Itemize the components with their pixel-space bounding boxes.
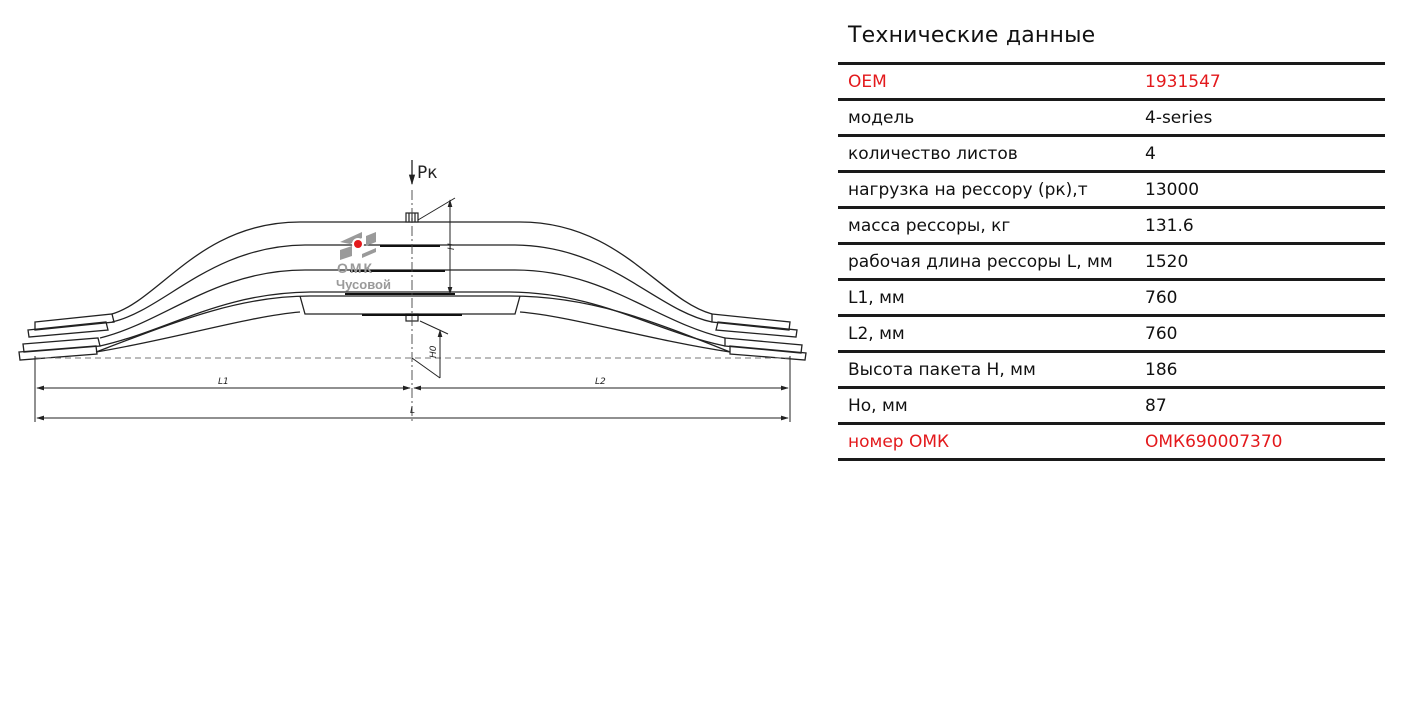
right-tip-4	[729, 345, 807, 361]
right-tip-2	[715, 321, 798, 338]
spec-value: 4	[1145, 143, 1156, 164]
clamp-plates	[345, 245, 462, 316]
spec-value: 1931547	[1145, 71, 1221, 92]
omk-logo: ОМК Чусовой	[336, 232, 391, 292]
spec-row: рабочая длина рессоры L, мм 1520	[838, 242, 1385, 278]
logo-city: Чусовой	[336, 277, 391, 292]
spec-name: Высота пакета H, мм	[848, 359, 1036, 380]
spec-value: 87	[1145, 395, 1167, 416]
spec-row: нагрузка на рессору (рк),т 13000	[838, 170, 1385, 206]
technical-data-panel: Технические данные OEM 1931547 модель 4-ser…	[838, 18, 1385, 461]
spec-row: L1, мм 760	[838, 278, 1385, 314]
leaf-2	[99, 269, 726, 339]
spec-value: 4-series	[1145, 107, 1213, 128]
spec-name: номер ОМК	[848, 431, 950, 452]
spec-name: рабочая длина рессоры L, мм	[848, 251, 1113, 272]
spec-row: Высота пакета H, мм 186	[838, 350, 1385, 386]
spec-row: L2, мм 760	[838, 314, 1385, 350]
spec-name: модель	[848, 107, 915, 128]
spec-row: Ho, мм 87	[838, 386, 1385, 422]
dim-h	[417, 197, 456, 297]
spec-table: OEM 1931547 модель 4-series количество листо…	[838, 62, 1385, 461]
spec-name: OEM	[848, 71, 887, 92]
spec-value: ОМК690007370	[1145, 431, 1283, 452]
spec-row: номер ОМК ОМК690007370	[838, 422, 1385, 461]
right-tip-3	[724, 337, 803, 354]
load-label: Рк	[417, 163, 438, 183]
left-tip-4	[18, 345, 98, 361]
spec-name: L1, мм	[848, 287, 905, 308]
right-tip-1	[711, 313, 791, 331]
spec-name: Ho, мм	[848, 395, 908, 416]
dim-l1-label: L1	[218, 377, 229, 387]
logo-dot-icon	[354, 240, 362, 248]
spec-row: OEM 1931547	[838, 62, 1385, 98]
spec-value: 131.6	[1145, 215, 1194, 236]
leaf-spring-drawing: Рк H H0 L1 L2 L ОМК Чусовой	[18, 160, 807, 422]
dim-l2-label: L2	[595, 377, 606, 387]
spec-value: 760	[1145, 323, 1178, 344]
tech-title: Технические данные	[848, 23, 1096, 48]
spec-row: модель 4-series	[838, 98, 1385, 134]
logo-name: ОМК	[337, 260, 374, 276]
load-arrow: Рк	[408, 160, 438, 186]
spec-value: 186	[1145, 359, 1178, 380]
spec-row: масса рессоры, кг 131.6	[838, 206, 1385, 242]
leaf-4	[95, 311, 301, 353]
dim-l-label: L	[410, 406, 415, 416]
dim-h-label: H	[447, 243, 457, 250]
spec-name: количество листов	[848, 143, 1018, 164]
leaf-2-inner	[99, 291, 726, 347]
left-tip-3	[22, 337, 101, 353]
left-tip-2	[27, 321, 109, 338]
spec-name: L2, мм	[848, 323, 905, 344]
spec-name: нагрузка на рессору (рк),т	[848, 179, 1088, 200]
dim-h0-label: H0	[429, 345, 439, 358]
spec-value: 1520	[1145, 251, 1189, 272]
dim-lengths	[34, 356, 791, 422]
spec-name: масса рессоры, кг	[848, 215, 1011, 236]
spec-value: 760	[1145, 287, 1178, 308]
spec-row: количество листов 4	[838, 134, 1385, 170]
dim-h0	[411, 320, 449, 379]
spring-leaves	[18, 221, 807, 361]
spec-value: 13000	[1145, 179, 1200, 200]
left-tip-1	[34, 313, 115, 331]
leaf-3	[95, 295, 731, 353]
